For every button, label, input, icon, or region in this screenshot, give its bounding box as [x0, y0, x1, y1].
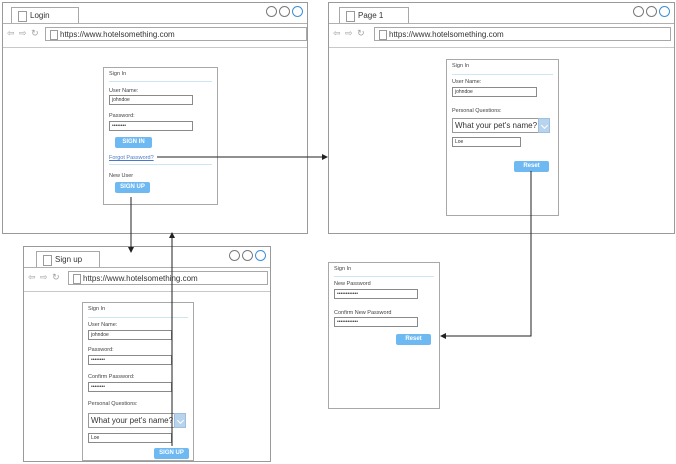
close-icon[interactable] — [292, 6, 303, 17]
sign-up-button[interactable]: SIGN UP — [154, 448, 189, 459]
panel-title: Sign In — [109, 71, 127, 77]
close-icon[interactable] — [659, 6, 670, 17]
reset-button[interactable]: Reset — [514, 161, 549, 172]
new-user-label: New User — [109, 173, 134, 179]
username-input[interactable]: johndoe — [452, 87, 537, 97]
page-icon — [379, 30, 387, 40]
divider — [334, 276, 434, 277]
select-value: What your pet's name? — [91, 416, 174, 425]
window-controls — [633, 6, 670, 17]
nav-buttons[interactable]: ⇦ ⇨ ↻ — [28, 272, 61, 282]
page-icon — [73, 274, 81, 284]
maximize-icon[interactable] — [242, 250, 253, 261]
maximize-icon[interactable] — [646, 6, 657, 17]
nav-buttons[interactable]: ⇦ ⇨ ↻ — [333, 28, 366, 38]
confirm-new-password-input[interactable]: •••••••••••• — [334, 317, 418, 327]
signup-form-panel: Sign In User Name: johndoe Password: •••… — [82, 302, 194, 461]
signup-browser-window: Sign up ⇦ ⇨ ↻ https://www.hotelsomething… — [23, 246, 271, 462]
forgot-password-link[interactable]: Forgot Password? — [109, 155, 154, 161]
browser-tab[interactable]: Login — [11, 7, 79, 23]
tab-title: Page 1 — [358, 11, 384, 20]
confirm-password-input[interactable]: •••••••• — [88, 382, 172, 392]
browser-tab[interactable]: Page 1 — [339, 7, 409, 23]
username-input[interactable]: johndoe — [88, 330, 172, 340]
answer-input[interactable]: Loe — [452, 137, 521, 147]
confirm-new-password-label: Confirm New Password — [334, 310, 392, 316]
page-icon — [346, 11, 355, 22]
personal-questions-label: Personal Questions: — [452, 108, 502, 114]
tab-title: Login — [30, 11, 50, 20]
toolbar-divider — [329, 47, 674, 48]
toolbar-divider — [24, 291, 270, 292]
tab-divider — [3, 23, 307, 24]
question-select[interactable]: What your pet's name? — [88, 413, 186, 428]
personal-questions-label: Personal Questions: — [88, 401, 138, 407]
url-text: https://www.hotelsomething.com — [389, 30, 504, 39]
panel-title: Sign In — [88, 306, 106, 312]
username-label: User Name: — [88, 322, 118, 328]
panel-title: Sign In — [334, 266, 352, 272]
answer-input[interactable]: Loe — [88, 433, 172, 443]
sign-up-button[interactable]: SIGN UP — [115, 182, 150, 193]
divider — [109, 81, 212, 82]
page1-browser-window: Page 1 ⇦ ⇨ ↻ https://www.hotelsomething.… — [328, 2, 675, 234]
dropdown-arrow[interactable] — [538, 118, 550, 133]
page-icon — [18, 11, 27, 22]
login-form-panel: Sign In User Name: johndoe Password: •••… — [103, 67, 218, 205]
username-input[interactable]: johndoe — [109, 95, 193, 105]
security-question-panel: Sign In User Name: johndoe Personal Ques… — [446, 59, 559, 216]
page-icon — [43, 255, 52, 266]
window-controls — [266, 6, 303, 17]
sign-in-button[interactable]: SIGN IN — [115, 137, 152, 148]
minimize-icon[interactable] — [633, 6, 644, 17]
password-input[interactable]: •••••••• — [88, 355, 172, 365]
login-browser-window: Login ⇦ ⇨ ↻ https://www.hotelsomething.c… — [2, 2, 308, 234]
divider — [109, 164, 212, 165]
tab-divider — [329, 23, 674, 24]
password-label: Password: — [88, 347, 114, 353]
nav-buttons[interactable]: ⇦ ⇨ ↻ — [7, 28, 40, 38]
tab-title: Sign up — [55, 255, 83, 264]
minimize-icon[interactable] — [266, 6, 277, 17]
reset-button[interactable]: Reset — [396, 334, 431, 345]
new-password-input[interactable]: •••••••••••• — [334, 289, 418, 299]
url-text: https://www.hotelsomething.com — [60, 30, 175, 39]
question-select[interactable]: What your pet's name? — [452, 118, 550, 133]
password-label: Password: — [109, 113, 135, 119]
minimize-icon[interactable] — [229, 250, 240, 261]
chevron-down-icon — [176, 416, 185, 425]
reset-password-panel: Sign In New Password •••••••••••• Confir… — [328, 262, 440, 409]
divider — [452, 74, 553, 75]
confirm-password-label: Confirm Password: — [88, 374, 135, 380]
username-label: User Name: — [109, 88, 139, 94]
dropdown-arrow[interactable] — [174, 413, 186, 428]
new-password-label: New Password — [334, 281, 371, 287]
url-text: https://www.hotelsomething.com — [83, 274, 198, 283]
select-value: What your pet's name? — [455, 121, 538, 130]
maximize-icon[interactable] — [279, 6, 290, 17]
page-icon — [50, 30, 58, 40]
address-bar[interactable]: https://www.hotelsomething.com — [45, 27, 307, 41]
username-label: User Name: — [452, 79, 482, 85]
address-bar[interactable]: https://www.hotelsomething.com — [68, 271, 268, 285]
close-icon[interactable] — [255, 250, 266, 261]
panel-title: Sign In — [452, 63, 470, 69]
toolbar-divider — [3, 47, 307, 48]
divider — [88, 317, 188, 318]
browser-tab[interactable]: Sign up — [36, 251, 100, 267]
address-bar[interactable]: https://www.hotelsomething.com — [374, 27, 671, 41]
window-controls — [229, 250, 266, 261]
tab-divider — [24, 267, 270, 268]
chevron-down-icon — [540, 121, 549, 130]
password-input[interactable]: •••••••• — [109, 121, 193, 131]
